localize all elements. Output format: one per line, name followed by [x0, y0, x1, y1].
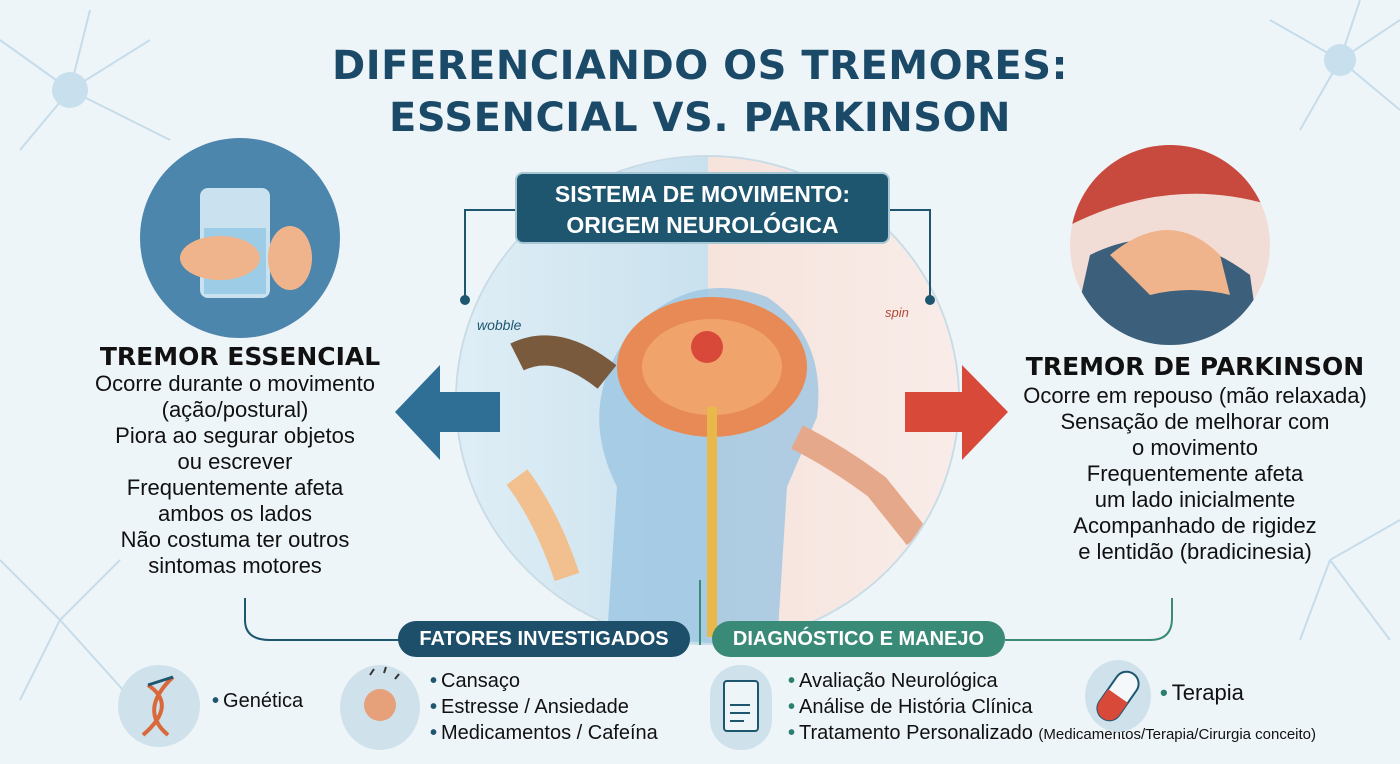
- page-title: DIFERENCIANDO OS TREMORES: ESSENCIAL VS.…: [0, 40, 1400, 144]
- arrow-left: [395, 365, 500, 460]
- genetics-label: Genética: [223, 690, 304, 712]
- parkinson-tremor-image: [1070, 145, 1270, 345]
- arrow-right: [905, 365, 1008, 460]
- diagnosis-item: Tratamento Personalizado: [799, 722, 1033, 744]
- movement-system-box: SISTEMA DE MOVIMENTO: ORIGEM NEUROLÓGICA: [515, 172, 890, 244]
- diagnosis-item: Avaliação Neurológica: [799, 670, 998, 692]
- essential-line: Piora ao segurar objetos: [115, 423, 355, 448]
- essential-tremor-section: TREMOR ESSENCIAL Ocorre durante o movime…: [60, 342, 410, 579]
- essential-tremor-image: [140, 138, 340, 338]
- essential-line: Ocorre durante o movimento: [94, 371, 376, 396]
- essential-line: sintomas motores: [148, 553, 322, 578]
- clipboard-icon: [710, 665, 772, 750]
- factors-pill: FATORES INVESTIGADOS: [398, 621, 690, 657]
- diagnosis-item: Análise de História Clínica: [799, 696, 1033, 718]
- trigger-item: Medicamentos / Cafeína: [441, 722, 658, 744]
- therapy-label: Terapia: [1171, 680, 1244, 705]
- essential-line: Não costuma ter outros: [120, 527, 350, 552]
- trigger-item: Estresse / Ansiedade: [441, 696, 629, 718]
- essential-line: ambos os lados: [157, 501, 313, 526]
- essential-heading: TREMOR ESSENCIAL: [99, 342, 381, 371]
- essential-line: ou escrever: [177, 449, 293, 474]
- wobble-label: wobble: [477, 317, 522, 333]
- title-line-2: ESSENCIAL VS. PARKINSON: [389, 95, 1011, 141]
- essential-line: Frequentemente afeta: [126, 475, 344, 500]
- box-line-2: ORIGEM NEUROLÓGICA: [566, 212, 839, 238]
- essential-line: (ação/postural): [161, 397, 309, 422]
- parkinson-heading: TREMOR DE PARKINSON: [1025, 352, 1365, 381]
- genetics-item: •Genética: [212, 690, 304, 712]
- spin-label: spin: [885, 305, 909, 320]
- parkinson-line: Sensação de melhorar com: [1060, 409, 1330, 434]
- triggers-list: •Cansaço •Estresse / Ansiedade •Medicame…: [430, 670, 658, 744]
- pill-capsule-icon: [1085, 660, 1151, 732]
- title-line-1: DIFERENCIANDO OS TREMORES:: [331, 43, 1069, 89]
- stressed-head-icon: [340, 665, 420, 750]
- box-line-1: SISTEMA DE MOVIMENTO:: [554, 181, 851, 207]
- therapy-note: (Medicamentos/Terapia/Cirurgia conceito): [1038, 726, 1317, 743]
- parkinson-line: um lado inicialmente: [1094, 487, 1296, 512]
- parkinson-tremor-section: TREMOR DE PARKINSON Ocorre em repouso (m…: [1000, 352, 1390, 565]
- parkinson-line: Frequentemente afeta: [1086, 461, 1304, 486]
- parkinson-line: Ocorre em repouso (mão relaxada): [1023, 383, 1367, 408]
- parkinson-line: e lentidão (bradicinesia): [1078, 539, 1312, 564]
- trigger-item: Cansaço: [441, 670, 520, 692]
- parkinson-line: Acompanhado de rigidez: [1073, 513, 1317, 538]
- dna-icon: [118, 665, 200, 747]
- head-brain-illustration: [457, 157, 928, 643]
- therapy-item: •Terapia: [1160, 680, 1244, 705]
- parkinson-line: o movimento: [1132, 435, 1258, 460]
- diagnosis-pill: DIAGNÓSTICO E MANEJO: [712, 621, 1005, 657]
